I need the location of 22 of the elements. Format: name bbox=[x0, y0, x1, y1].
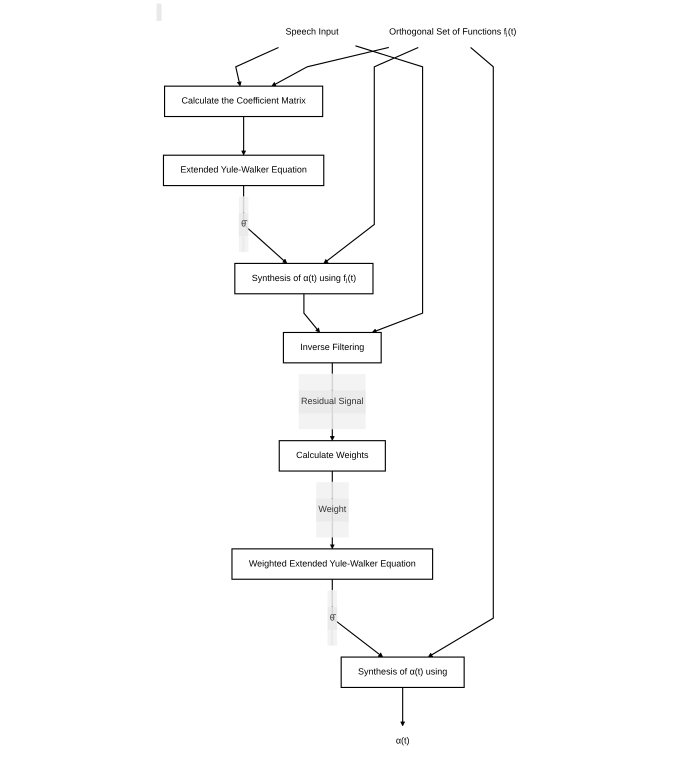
arrow bbox=[323, 46, 418, 264]
node-text: α(t) bbox=[396, 736, 410, 746]
edge-label: Weight bbox=[318, 504, 346, 514]
arrow bbox=[355, 45, 424, 334]
arrow bbox=[400, 687, 406, 726]
edge-label: θ̂ bbox=[241, 219, 246, 229]
node-box: Extended Yule-Walker Equation bbox=[162, 154, 324, 186]
node-box: Inverse Filtering bbox=[282, 332, 382, 364]
node-box: Calculate Weights bbox=[278, 440, 386, 472]
node-box: Weighted Extended Yule-Walker Equation bbox=[231, 548, 434, 580]
arrow bbox=[303, 294, 320, 333]
arrow bbox=[428, 47, 494, 658]
arrow bbox=[241, 116, 246, 156]
node-text: Orthogonal Set of Functions fⱼ(t) bbox=[389, 27, 516, 37]
node-box: Synthesis of α(t) using fⱼ(t) bbox=[234, 262, 374, 294]
edge-label: Residual Signal bbox=[301, 396, 364, 406]
node-box: Calculate the Coefficient Matrix bbox=[164, 86, 324, 118]
arrow bbox=[235, 46, 279, 86]
edge-label: θ̂ bbox=[330, 612, 335, 622]
node-text: Speech Input bbox=[286, 27, 339, 37]
arrow bbox=[271, 46, 389, 86]
node-box: Synthesis of α(t) using bbox=[340, 656, 465, 688]
